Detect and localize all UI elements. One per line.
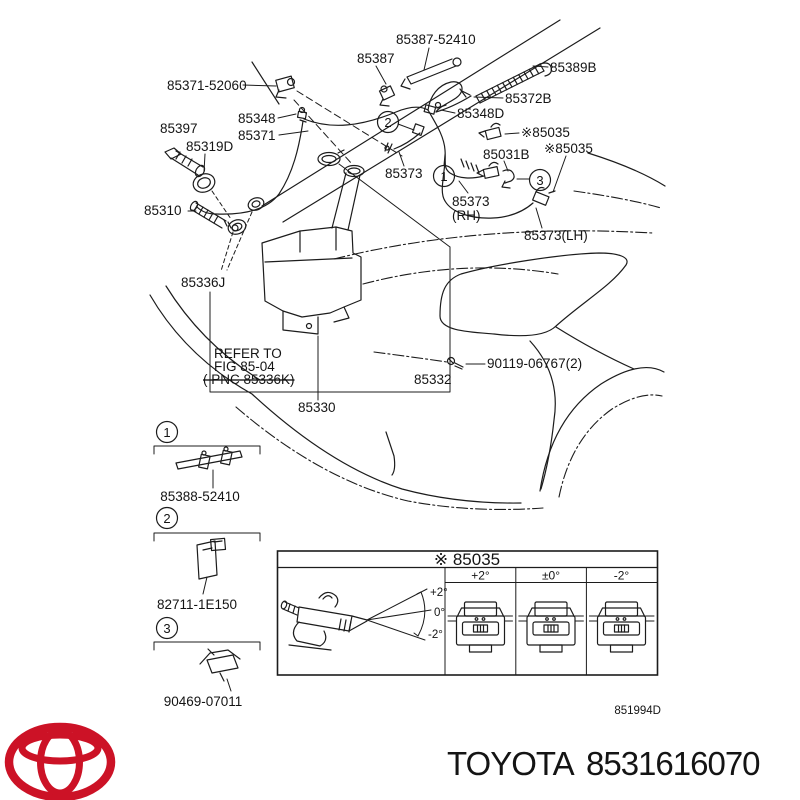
detail-box-title: ※ 85035 bbox=[434, 550, 500, 569]
marker-2-circle bbox=[376, 110, 400, 134]
label-85332: 85332 bbox=[414, 372, 452, 387]
label-rh-suffix: (RH) bbox=[452, 208, 481, 223]
marker-3-circle bbox=[528, 168, 552, 192]
legend-marker-3-circle bbox=[155, 616, 179, 640]
projection-dashes bbox=[293, 90, 403, 165]
nozzle-front-icon-plus2 bbox=[455, 601, 506, 653]
legend-part-2-drawing bbox=[196, 537, 227, 595]
label-85371: 85371 bbox=[238, 128, 276, 143]
toyota-logo-icon bbox=[4, 722, 116, 800]
label-85319D: 85319D bbox=[186, 139, 234, 154]
label-90119-06767: 90119-06767(2) bbox=[487, 356, 582, 371]
label-85389B: 85389B bbox=[550, 60, 597, 75]
footer-part-number: 8531616070 bbox=[586, 745, 760, 782]
label-85387: 85387 bbox=[357, 51, 395, 66]
label-85310: 85310 bbox=[144, 203, 182, 218]
small-parts bbox=[164, 57, 556, 370]
label-85035-lower: ※85035 bbox=[544, 141, 593, 156]
legend-marker-1: 1 bbox=[163, 425, 170, 440]
label-85373-top: 85373 bbox=[385, 166, 423, 181]
label-85373-rh: 85373 bbox=[452, 194, 490, 209]
nozzle-front-icon-minus2 bbox=[596, 601, 647, 653]
fan-label-plus2: +2° bbox=[430, 587, 448, 599]
doc-code: 851994D bbox=[614, 705, 661, 717]
label-85373-lh: 85373(LH) bbox=[524, 228, 588, 243]
detail-box-border bbox=[276, 550, 659, 676]
legend-marker-2-circle bbox=[155, 506, 179, 530]
legend-part-3-drawing bbox=[199, 648, 241, 692]
legend-bracket-3 bbox=[153, 641, 261, 651]
fan-label-minus2: -2° bbox=[428, 629, 443, 641]
col-head-plus2: +2° bbox=[471, 569, 490, 583]
col-head-minus2: -2° bbox=[614, 569, 630, 583]
nozzle-front-icon-zero bbox=[526, 601, 576, 653]
legend-bracket-2 bbox=[153, 532, 261, 542]
detail-box-grid bbox=[444, 567, 658, 676]
leader-lines bbox=[187, 47, 567, 401]
dashed-leaders bbox=[211, 190, 253, 272]
spray-fan bbox=[366, 588, 432, 641]
nozzle-side-view bbox=[280, 591, 368, 651]
car-body-centerlines bbox=[235, 190, 663, 510]
label-85348D: 85348D bbox=[457, 106, 505, 121]
fan-label-zero: 0° bbox=[434, 607, 445, 619]
diagram-markers: 1 2 3 bbox=[376, 110, 552, 192]
marker-1: 1 bbox=[440, 169, 447, 184]
refer-note-line2: FIG 85-04 bbox=[214, 359, 275, 374]
col-head-zero: ±0° bbox=[542, 569, 560, 583]
nozzle-detail-box: ※ 85035 +2° ±0° -2° +2° 0° -2° bbox=[276, 550, 659, 676]
legend-marker-3: 3 bbox=[163, 621, 170, 636]
washer-tank bbox=[261, 149, 365, 335]
refer-note-line1: REFER TO bbox=[214, 346, 282, 361]
footer-brand-text: TOYOTA bbox=[447, 745, 575, 782]
label-85336J: 85336J bbox=[181, 275, 225, 290]
label-85372B: 85372B bbox=[505, 91, 552, 106]
legend-part-3-label: 90469-07011 bbox=[164, 694, 243, 709]
footer: TOYOTA 8531616070 bbox=[4, 722, 761, 800]
legend: 1 85388-52410 2 82711-1E150 3 90 bbox=[153, 420, 261, 709]
marker-3: 3 bbox=[536, 173, 543, 188]
label-85348: 85348 bbox=[238, 111, 276, 126]
refer-note-line3: ( PNC 85336K) bbox=[203, 372, 295, 387]
label-85035-upper: ※85035 bbox=[521, 125, 570, 140]
label-85397: 85397 bbox=[160, 121, 198, 136]
label-85387-52410: 85387-52410 bbox=[396, 32, 476, 47]
legend-bracket-1 bbox=[153, 445, 261, 455]
label-85371-52060: 85371-52060 bbox=[167, 78, 247, 93]
legend-part-1-drawing bbox=[175, 446, 243, 489]
legend-marker-1-circle bbox=[155, 420, 179, 444]
label-85031B: 85031B bbox=[483, 147, 530, 162]
part-callouts: 85387-52410 85387 85389B 85371-52060 853… bbox=[144, 32, 597, 415]
legend-marker-2: 2 bbox=[163, 511, 170, 526]
marker-2: 2 bbox=[384, 115, 391, 130]
label-85330: 85330 bbox=[298, 400, 336, 415]
marker-1-circle bbox=[432, 164, 456, 188]
hood-section-lines bbox=[447, 615, 655, 622]
car-body-lines bbox=[149, 19, 666, 504]
legend-part-2-label: 82711-1E150 bbox=[157, 597, 237, 612]
refer-bracket bbox=[209, 246, 451, 393]
legend-part-1-label: 85388-52410 bbox=[160, 489, 240, 504]
